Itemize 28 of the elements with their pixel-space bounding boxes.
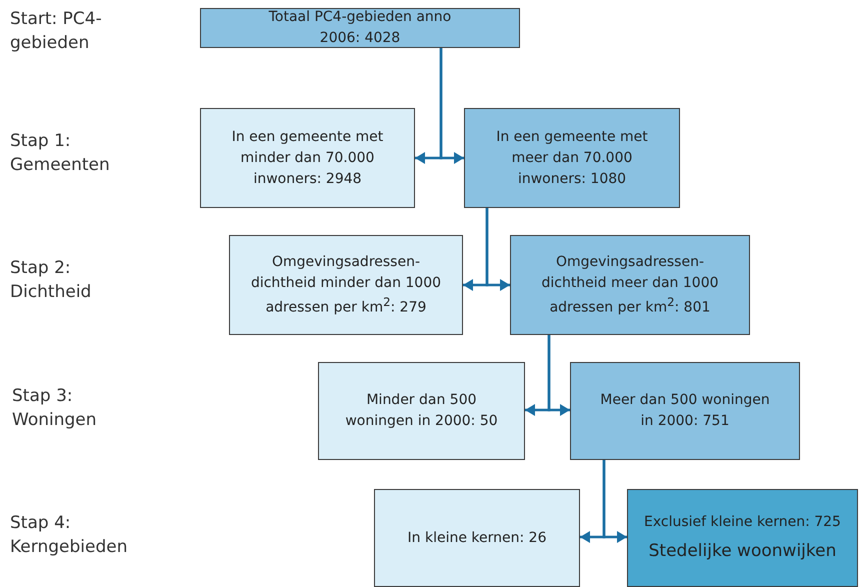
arrow (602, 460, 627, 543)
box-subtitle: Stedelijke woonwijken (648, 540, 836, 563)
step-label: Stap 2: Dichtheid (10, 257, 92, 304)
box-text: In kleine kernen: 26 (408, 528, 546, 548)
step-label: Stap 1: Gemeenten (10, 130, 111, 177)
box-text: In een gemeente met meer dan 70.000 inwoners: 1080 (495, 128, 649, 188)
box-text: Exclusief kleine kernen: 725 (644, 512, 841, 532)
arrow (486, 208, 510, 291)
box-text: Meer dan 500 woningen in 2000: 751 (600, 391, 770, 431)
process-box (464, 108, 680, 208)
arrow (440, 48, 464, 164)
process-box (229, 235, 463, 335)
box-text: Omgevingsadressen-dichtheid meer dan 1000 adressen per km$^{2}$: 801 (540, 252, 720, 318)
process-box (570, 362, 800, 460)
arrow (548, 335, 570, 416)
box-text: Totaal PC4-gebieden anno 2006: 4028 (268, 8, 452, 48)
process-box (318, 362, 525, 460)
box-text: In een gemeente met minder dan 70.000 inwoners: 2948 (230, 128, 384, 188)
process-box (200, 8, 520, 48)
step-label: Start: PC4-gebieden (10, 8, 103, 55)
process-box (200, 108, 415, 208)
process-box (374, 489, 580, 587)
process-box (510, 235, 750, 335)
step-label: Stap 3: Woningen (12, 385, 98, 432)
box-text: Omgevingsadressen-dichtheid minder dan 1000 adressen per km$^{2}$: 279 (250, 252, 442, 318)
box-text: Minder dan 500 woningen in 2000: 50 (344, 391, 499, 431)
step-label: Stap 4: Kerngebieden (10, 512, 128, 559)
process-box (627, 489, 858, 587)
